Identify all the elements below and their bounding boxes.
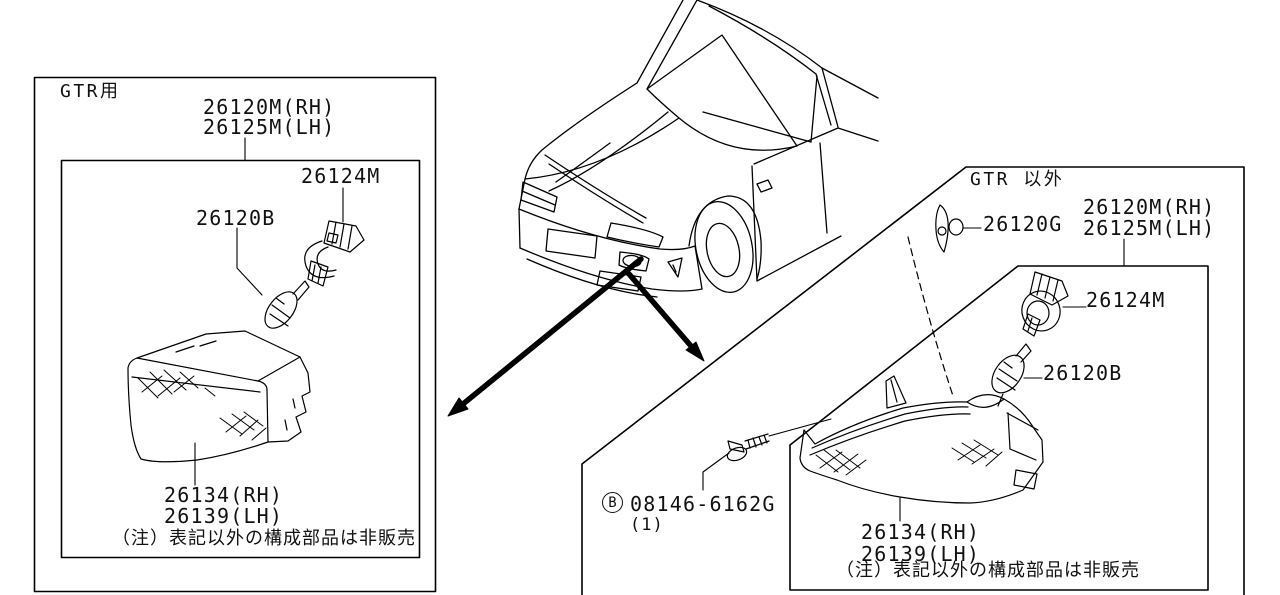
left-assembly-number-lh: 26125M(LH) — [203, 115, 336, 139]
screw-drawing — [726, 433, 770, 462]
clip-axis-dashed-line — [907, 236, 954, 397]
right-bulb-number: 26120B — [1043, 361, 1123, 385]
right-leader-lines — [702, 227, 1125, 522]
left-bulb-number: 26120B — [196, 206, 276, 230]
clip-number: 26120G — [983, 212, 1063, 236]
right-panel-title: GTR 以外 — [970, 169, 1065, 190]
left-lens-number-lh: 26139(LH) — [164, 504, 284, 528]
screw-quantity: (1) — [630, 515, 664, 535]
left-leader-lines — [194, 137, 344, 486]
left-bulb-drawing — [264, 280, 310, 329]
screw-part-number: 08146-6162G — [630, 492, 776, 516]
right-panel-note: （注）表記以外の構成部品は非販売 — [836, 560, 1140, 581]
left-socket-drawing — [304, 220, 365, 287]
left-socket-number: 26124M — [301, 164, 381, 188]
right-panel-inner-box — [789, 265, 1209, 591]
left-lamp-drawing — [127, 330, 311, 463]
left-lens-number-rh: 26134(RH) — [164, 483, 284, 507]
clip-drawing — [935, 204, 964, 253]
callout-arrow-left-icon — [447, 256, 644, 417]
left-panel-outer-box — [33, 76, 437, 593]
left-panel-note: （注）表記以外の構成部品は非販売 — [112, 528, 416, 549]
left-panel-title: GTR用 — [60, 81, 121, 102]
screw-ref-badge: B — [602, 492, 623, 513]
right-assembly-number-lh: 26125M(LH) — [1083, 216, 1216, 240]
right-socket-drawing — [1021, 271, 1069, 337]
car-illustration — [518, 0, 879, 298]
right-lens-number-lh: 26139(LH) — [861, 542, 981, 566]
right-panel-outer-box — [581, 166, 1245, 595]
left-assembly-number-rh: 26120M(RH) — [203, 95, 336, 119]
right-bulb-drawing — [991, 343, 1032, 407]
right-lens-number-rh: 26134(RH) — [861, 520, 981, 544]
left-lamp-hatch — [137, 369, 267, 441]
callout-arrow-right-icon — [626, 271, 705, 362]
right-lamp-drawing — [799, 375, 1044, 504]
right-assembly-number-rh: 26120M(RH) — [1083, 195, 1216, 219]
right-socket-number: 26124M — [1086, 288, 1166, 312]
right-lamp-hatch — [815, 439, 1003, 476]
left-panel-inner-box — [60, 159, 421, 559]
